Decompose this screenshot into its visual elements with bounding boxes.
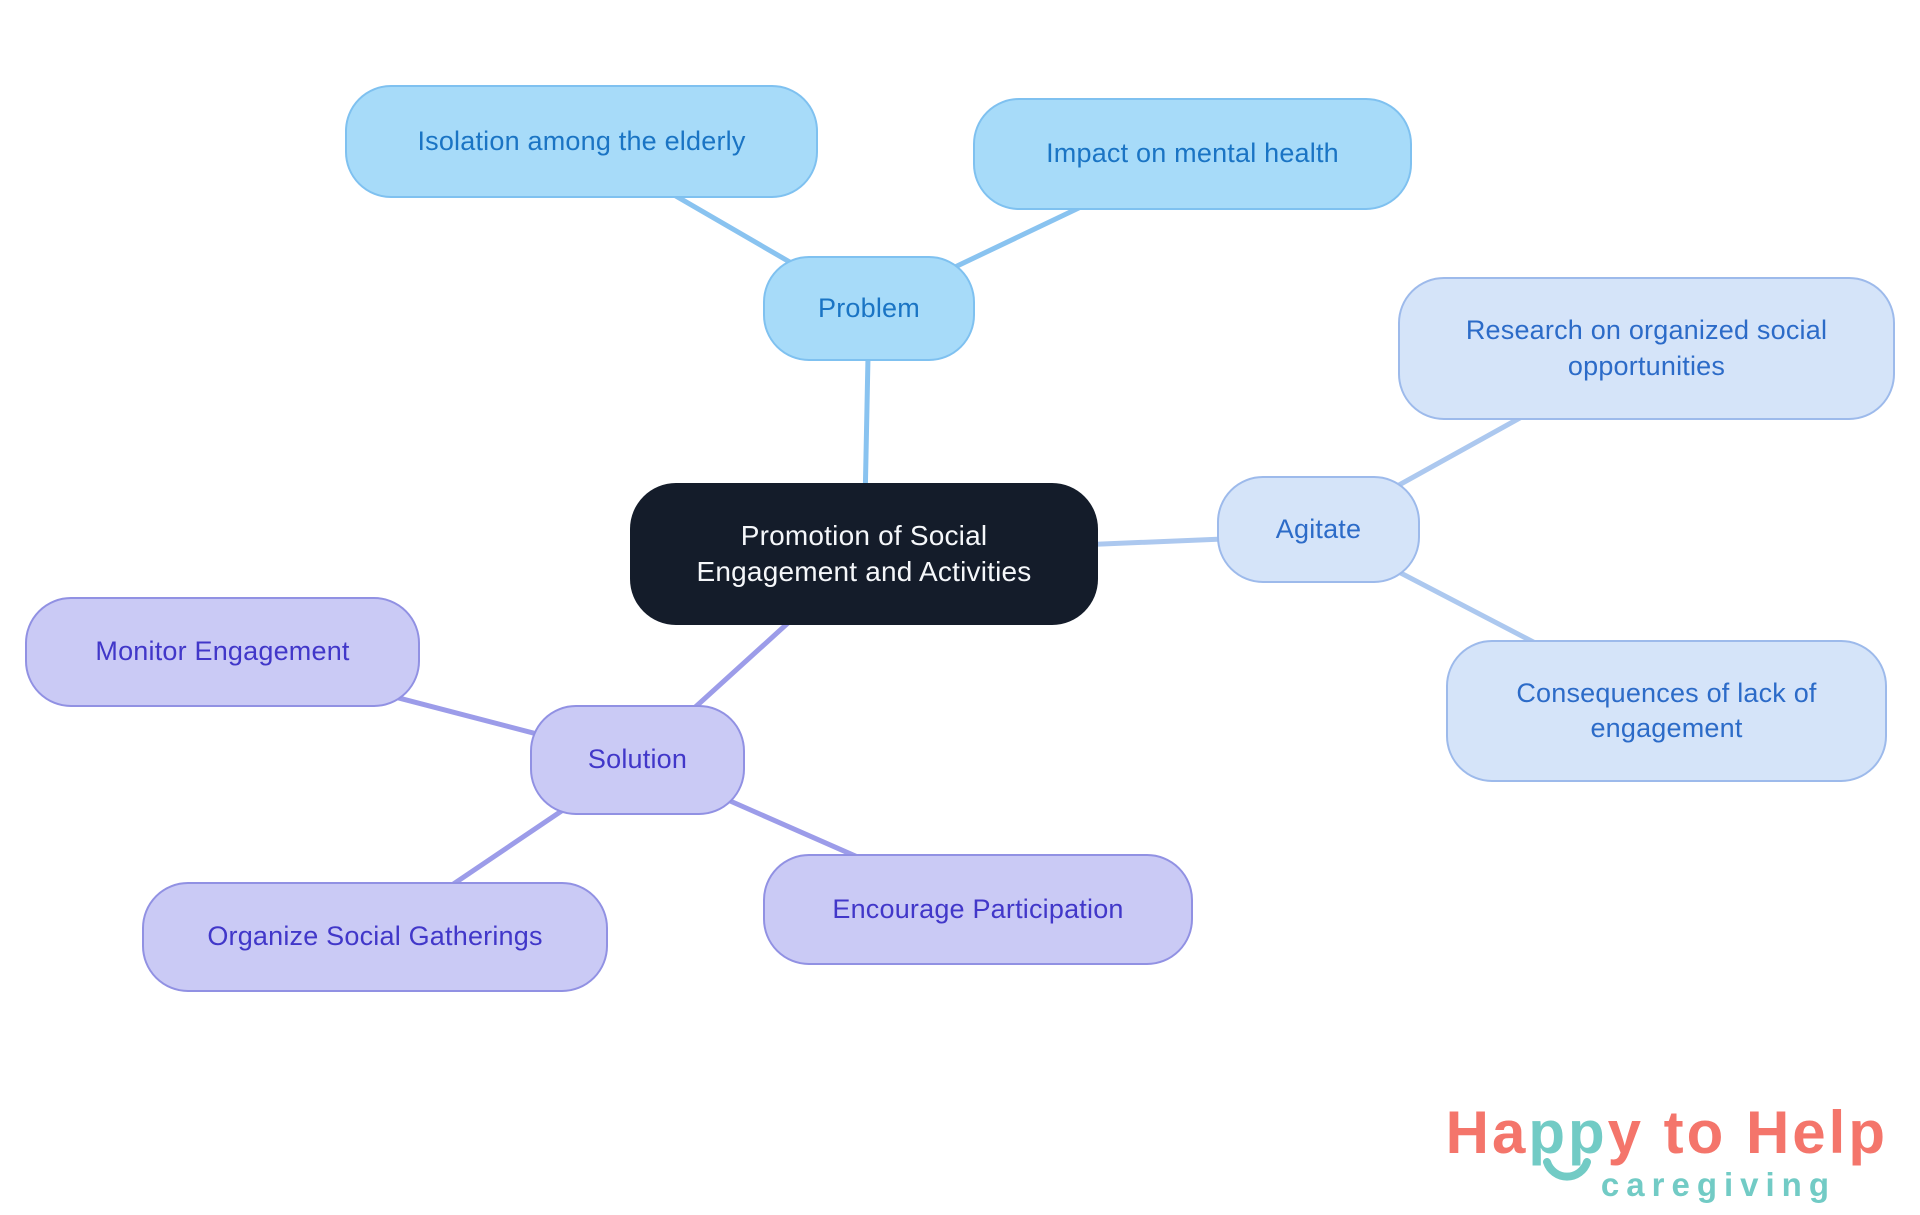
node-label: Encourage Participation [832, 893, 1124, 924]
node-solution: Solution [530, 705, 745, 815]
node-organize-social-gatherings: Organize Social Gatherings [142, 882, 608, 992]
logo-text-ha: Ha [1445, 1099, 1529, 1166]
node-root-topic: Promotion of Social Engagement and Activ… [630, 483, 1098, 625]
node-encourage-participation: Encourage Participation [763, 854, 1193, 965]
node-consequences-lack-engagement: Consequences of lack of engagement [1446, 640, 1887, 782]
smile-icon [1542, 1158, 1591, 1181]
node-label: Isolation among the elderly [417, 125, 746, 156]
logo-text-pp: pp [1528, 1099, 1608, 1166]
node-research-social-opportunities: Research on organized social opportuniti… [1398, 277, 1895, 420]
node-impact-mental-health: Impact on mental health [973, 98, 1412, 210]
node-label: Monitor Engagement [95, 636, 350, 667]
node-isolation-among-elderly: Isolation among the elderly [345, 85, 818, 198]
node-label: Research on organized social opportuniti… [1465, 315, 1828, 381]
node-label: Organize Social Gatherings [207, 921, 543, 952]
node-problem: Problem [763, 256, 975, 361]
node-agitate: Agitate [1217, 476, 1420, 583]
node-label: Consequences of lack of engagement [1516, 677, 1817, 743]
node-label: Agitate [1275, 513, 1362, 544]
logo-subtitle: caregiving [1600, 1166, 1836, 1203]
node-label: Solution [587, 744, 688, 775]
node-label: Promotion of Social Engagement and Activ… [696, 519, 1032, 587]
logo-text-y-to-help: y to Help [1607, 1099, 1888, 1166]
node-monitor-engagement: Monitor Engagement [25, 597, 420, 707]
node-label: Impact on mental health [1046, 138, 1339, 169]
node-label: Problem [818, 292, 920, 323]
